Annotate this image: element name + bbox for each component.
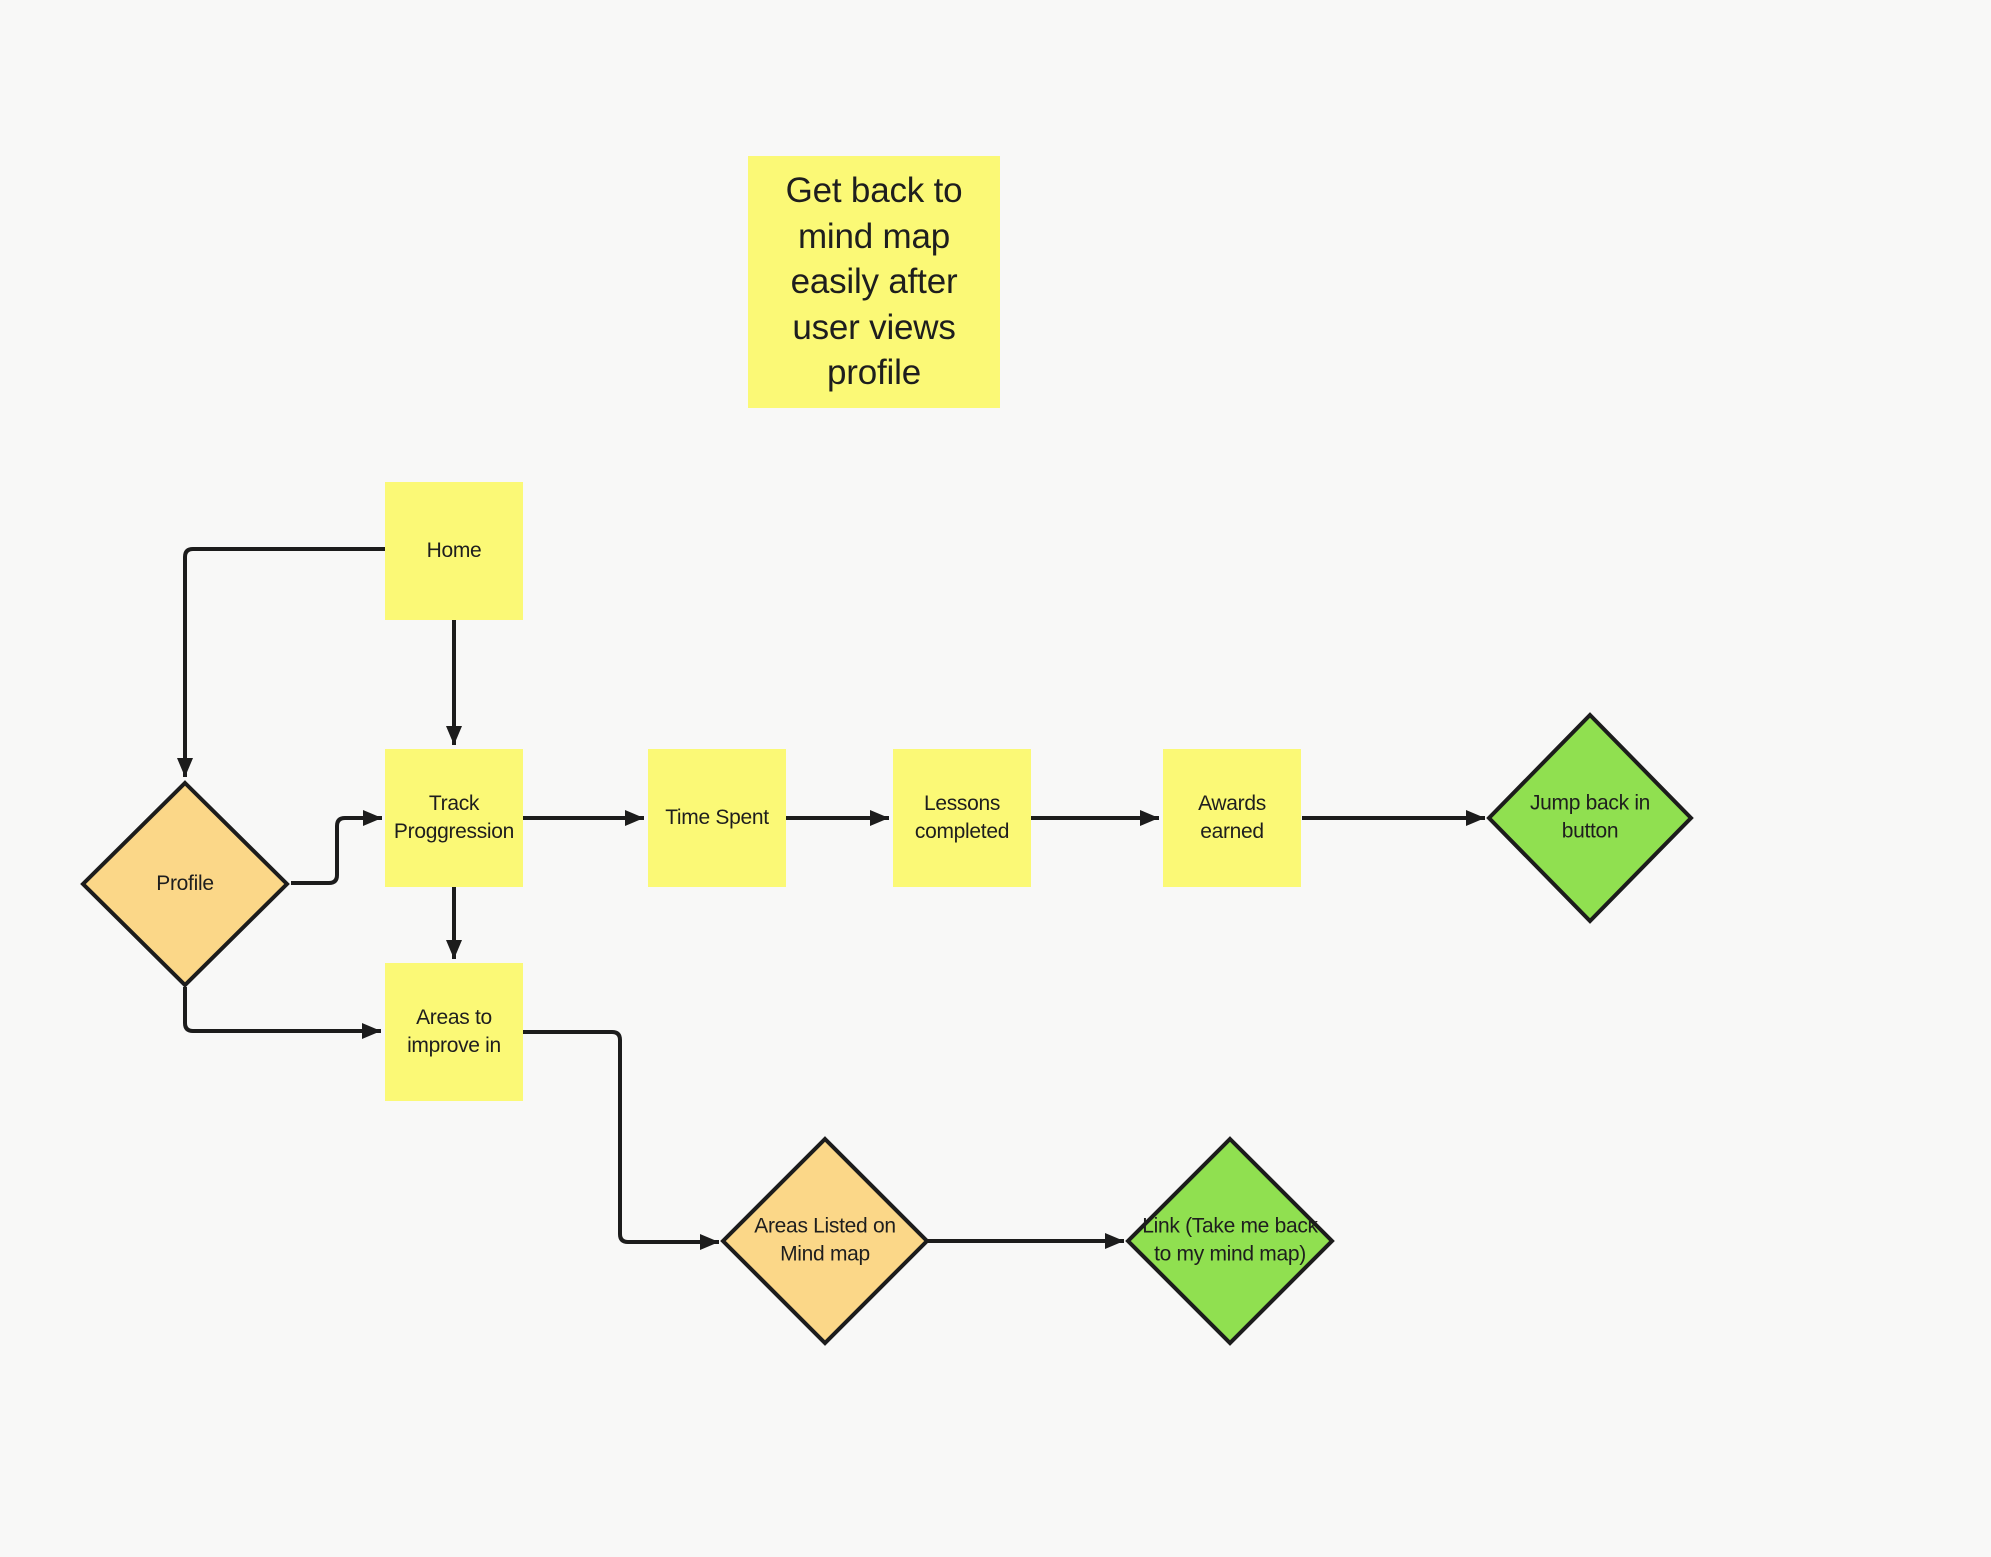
node-lessons-completed[interactable]: Lessons completed [893, 749, 1031, 887]
node-track-progression[interactable]: Track Proggression [385, 749, 523, 887]
node-profile-label: Profile [156, 871, 214, 895]
node-jump-back-in-label: Jump back in button [1529, 791, 1651, 843]
node-awards-earned[interactable]: Awards earned [1163, 749, 1301, 887]
node-time-spent[interactable]: Time Spent [648, 749, 786, 887]
node-areas-listed-shape[interactable] [720, 1136, 930, 1346]
node-track-progression-label: Track Proggression [393, 791, 515, 843]
node-awards-earned-label: Awards earned [1198, 791, 1266, 843]
connector-home-to-profile[interactable] [177, 547, 385, 777]
node-home-label: Home [426, 538, 482, 562]
node-areas-to-improve[interactable]: Areas to improve in [385, 963, 523, 1101]
node-lessons-completed-label: Lessons completed [914, 791, 1010, 843]
node-link-back-label: Link (Take me back to my mind map) [1142, 1214, 1318, 1266]
connector-profile-to-areas-to-improve[interactable] [183, 987, 381, 1039]
connector-profile-to-track-progression[interactable] [291, 810, 382, 885]
node-areas-to-improve-label: Areas to improve in [407, 1005, 501, 1057]
node-time-spent-label: Time Spent [665, 805, 769, 829]
sticky-note[interactable]: Get back to mind map easily after user v… [748, 156, 1000, 408]
node-areas-listed-label: Areas Listed on Mind map [754, 1214, 896, 1266]
sticky-note-text: Get back to mind map easily after user v… [785, 171, 963, 393]
connector-areas-to-improve-to-areas-listed[interactable] [523, 1030, 719, 1250]
node-link-back-shape[interactable] [1125, 1136, 1335, 1346]
node-profile-shape[interactable] [80, 780, 290, 988]
node-jump-back-in-shape[interactable] [1486, 712, 1694, 924]
node-home[interactable]: Home [385, 482, 523, 620]
